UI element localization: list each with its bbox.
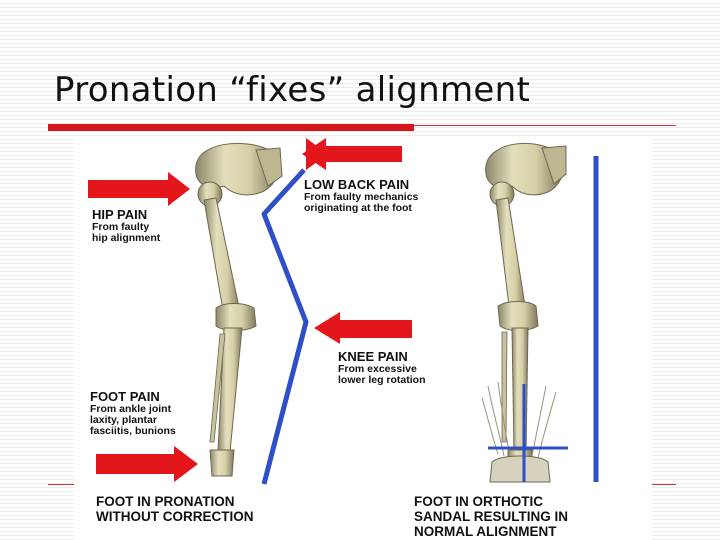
ankle-left (210, 450, 234, 476)
footer-rule-left (48, 484, 74, 485)
caption-pronation-line2: WITHOUT CORRECTION (96, 509, 254, 524)
femur-right (496, 198, 526, 314)
tibia-right (512, 328, 528, 452)
knee-left (216, 304, 256, 331)
foot-pain-heading: FOOT PAIN (90, 390, 176, 404)
arrow-hip (88, 172, 190, 206)
label-knee-pain: KNEE PAIN From excessive lower leg rotat… (338, 350, 426, 386)
alignment-figure: LOW BACK PAIN From faulty mechanics orig… (74, 136, 652, 540)
title-underline (414, 125, 676, 126)
title-accent-bar (48, 124, 414, 131)
knee-pain-heading: KNEE PAIN (338, 350, 426, 364)
caption-pronation-line1: FOOT IN PRONATION (96, 494, 254, 509)
caption-pronation: FOOT IN PRONATION WITHOUT CORRECTION (96, 494, 254, 524)
caption-orthotic-line2: SANDAL RESULTING IN (414, 509, 568, 524)
foot-pain-line3: fasciitis, bunions (90, 426, 176, 437)
arrow-low-back (302, 138, 402, 170)
caption-orthotic-line1: FOOT IN ORTHOTIC (414, 494, 568, 509)
knee-right (498, 302, 538, 331)
caption-orthotic: FOOT IN ORTHOTIC SANDAL RESULTING IN NOR… (414, 494, 568, 539)
arrow-foot (96, 446, 198, 482)
footer-rule-right (652, 484, 676, 485)
arrow-knee (314, 312, 412, 344)
pronated-leg-skeleton (196, 143, 282, 476)
hip-pain-heading: HIP PAIN (92, 208, 160, 222)
femur-left (204, 198, 240, 316)
label-low-back-pain: LOW BACK PAIN From faulty mechanics orig… (304, 178, 418, 214)
low-back-pain-heading: LOW BACK PAIN (304, 178, 418, 192)
low-back-pain-line2: originating at the foot (304, 203, 418, 214)
caption-orthotic-line3: NORMAL ALIGNMENT (414, 524, 568, 539)
label-hip-pain: HIP PAIN From faulty hip alignment (92, 208, 160, 244)
sandal-right (490, 456, 550, 482)
knee-pain-line2: lower leg rotation (338, 375, 426, 386)
label-foot-pain: FOOT PAIN From ankle joint laxity, plant… (90, 390, 176, 437)
misalignment-line (264, 170, 306, 484)
hip-pain-line2: hip alignment (92, 233, 160, 244)
slide-title: Pronation “fixes” alignment (54, 70, 530, 110)
